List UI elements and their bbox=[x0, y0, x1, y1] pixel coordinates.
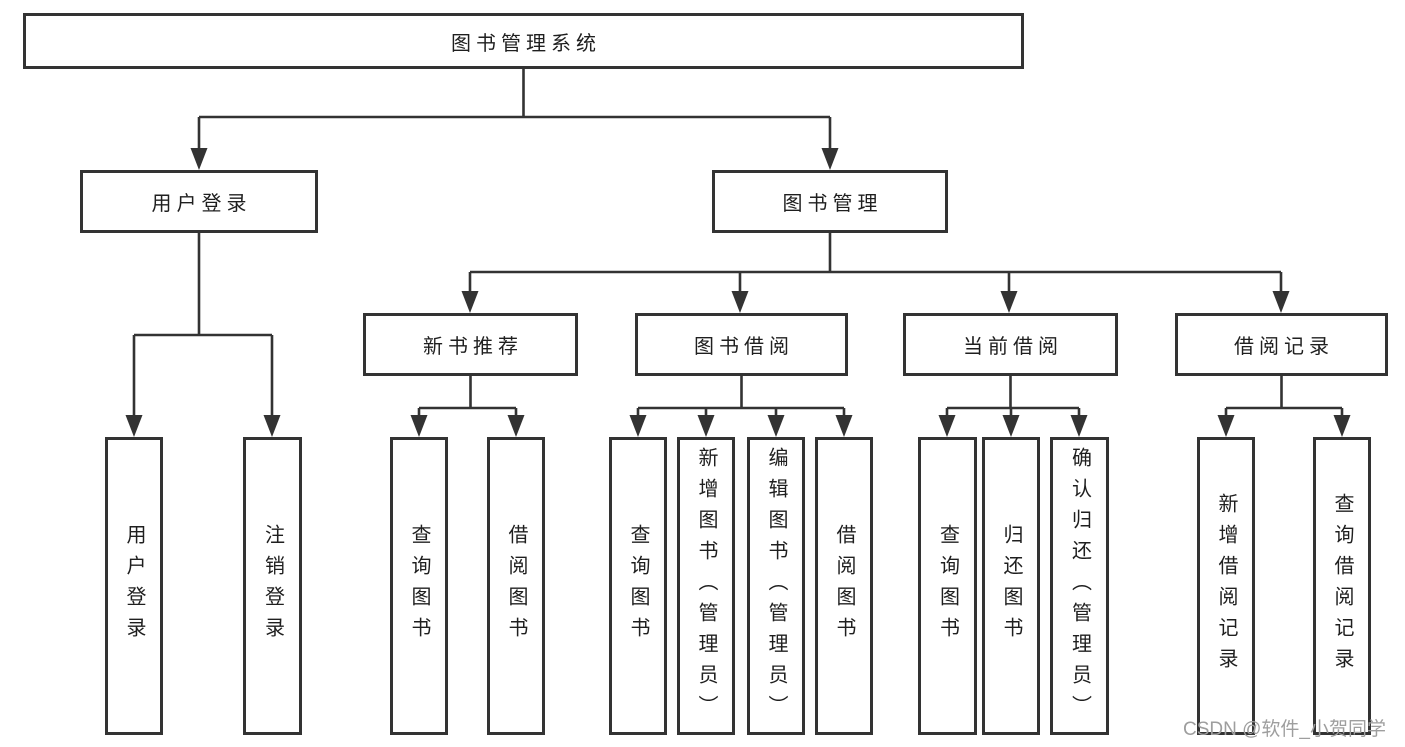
node-leaf-bb-query-books: 查询图书 bbox=[609, 437, 667, 735]
connector-book-borrowing-to-children bbox=[636, 376, 846, 417]
node-book-borrowing-label: 图书借阅 bbox=[694, 336, 794, 358]
arrowhead-icon bbox=[410, 415, 428, 437]
node-leaf-bb-edit-books-label: 编辑图书（管理员） bbox=[765, 446, 787, 726]
arrowhead-icon bbox=[629, 415, 647, 437]
node-leaf-nbr-borrow-books: 借阅图书 bbox=[487, 437, 545, 735]
arrowhead-icon bbox=[263, 415, 281, 437]
node-borrowing-records: 借阅记录 bbox=[1175, 313, 1388, 376]
connector-root-to-children bbox=[197, 69, 832, 150]
node-leaf-cb-query-books: 查询图书 bbox=[918, 437, 977, 735]
connector-new-book-recommend-to-children bbox=[417, 376, 518, 417]
arrowhead-icon bbox=[1070, 415, 1088, 437]
node-leaf-cb-return-books-label: 归还图书 bbox=[1000, 524, 1022, 648]
node-leaf-bb-add-books-label: 新增图书（管理员） bbox=[695, 446, 717, 726]
node-leaf-nbr-query-books-label: 查询图书 bbox=[408, 524, 430, 648]
node-book-management: 图书管理 bbox=[712, 170, 948, 233]
arrowhead-icon bbox=[125, 415, 143, 437]
arrowhead-icon bbox=[1000, 291, 1018, 313]
arrowhead-icon bbox=[1002, 415, 1020, 437]
node-book-management-label: 图书管理 bbox=[782, 193, 883, 215]
connector-borrowing-records-to-children bbox=[1224, 376, 1344, 417]
arrowhead-icon bbox=[507, 415, 525, 437]
arrowhead-icon bbox=[1333, 415, 1351, 437]
node-leaf-user-login-label: 用户登录 bbox=[123, 524, 145, 648]
arrowhead-icon bbox=[461, 291, 479, 313]
node-leaf-bb-borrow-books-label: 借阅图书 bbox=[833, 524, 855, 648]
node-leaf-nbr-borrow-books-label: 借阅图书 bbox=[505, 524, 527, 648]
node-leaf-cb-confirm-return-label: 确认归还（管理员） bbox=[1068, 446, 1091, 726]
node-leaf-bb-query-books-label: 查询图书 bbox=[627, 524, 649, 648]
arrowhead-icon bbox=[821, 148, 839, 170]
node-user-login-label: 用户登录 bbox=[151, 193, 252, 215]
connector-user-login-to-children bbox=[132, 233, 274, 417]
arrowhead-icon bbox=[1272, 291, 1290, 313]
arrowhead-icon bbox=[697, 415, 715, 437]
node-leaf-br-add-record-label: 新增借阅记录 bbox=[1215, 493, 1237, 679]
node-borrowing-records-label: 借阅记录 bbox=[1234, 336, 1334, 358]
node-root: 图书管理系统 bbox=[23, 13, 1024, 69]
node-leaf-cb-query-books-label: 查询图书 bbox=[936, 524, 959, 648]
arrowhead-icon bbox=[190, 148, 208, 170]
node-leaf-logout-label: 注销登录 bbox=[261, 524, 284, 648]
node-leaf-cb-return-books: 归还图书 bbox=[982, 437, 1040, 735]
arrowhead-icon bbox=[835, 415, 853, 437]
arrowhead-icon bbox=[731, 291, 749, 313]
node-leaf-nbr-query-books: 查询图书 bbox=[390, 437, 448, 735]
arrowhead-icon bbox=[1217, 415, 1235, 437]
node-new-book-recommend: 新书推荐 bbox=[363, 313, 578, 376]
node-new-book-recommend-label: 新书推荐 bbox=[423, 336, 523, 358]
connector-book-management-to-children bbox=[468, 233, 1283, 293]
arrowhead-icon bbox=[938, 415, 956, 437]
node-current-borrowing-label: 当前借阅 bbox=[963, 336, 1063, 358]
node-leaf-bb-edit-books: 编辑图书（管理员） bbox=[747, 437, 805, 735]
node-current-borrowing: 当前借阅 bbox=[903, 313, 1118, 376]
arrowheads bbox=[125, 148, 1351, 437]
node-leaf-bb-add-books: 新增图书（管理员） bbox=[677, 437, 735, 735]
node-leaf-logout: 注销登录 bbox=[243, 437, 302, 735]
node-leaf-bb-borrow-books: 借阅图书 bbox=[815, 437, 873, 735]
node-root-label: 图书管理系统 bbox=[451, 32, 601, 55]
node-leaf-user-login: 用户登录 bbox=[105, 437, 163, 735]
connector-current-borrowing-to-children bbox=[945, 376, 1081, 417]
node-leaf-br-query-record: 查询借阅记录 bbox=[1313, 437, 1371, 735]
node-book-borrowing: 图书借阅 bbox=[635, 313, 848, 376]
arrowhead-icon bbox=[767, 415, 785, 437]
node-leaf-cb-confirm-return: 确认归还（管理员） bbox=[1050, 437, 1109, 735]
node-leaf-br-query-record-label: 查询借阅记录 bbox=[1331, 493, 1353, 679]
watermark-text: CSDN @软件_小贺同学 bbox=[1183, 719, 1386, 740]
node-leaf-br-add-record: 新增借阅记录 bbox=[1197, 437, 1255, 735]
node-user-login: 用户登录 bbox=[80, 170, 318, 233]
